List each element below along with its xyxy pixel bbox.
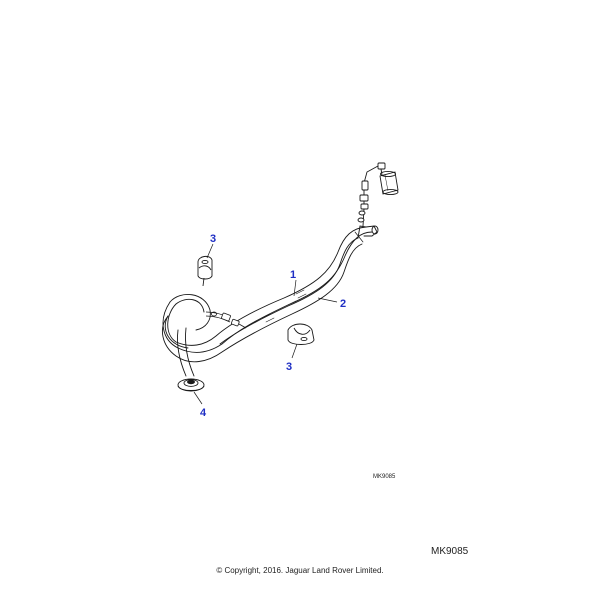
- copyright-notice: © Copyright, 2016. Jaguar Land Rover Lim…: [216, 566, 384, 575]
- leader-1: [293, 279, 297, 297]
- leader-3-upper: [206, 243, 214, 259]
- receiver-drier: [363, 162, 399, 196]
- leader-3-lower: [291, 343, 298, 359]
- branch-pipe: [205, 311, 247, 329]
- pipe-2-outer: [161, 243, 363, 363]
- callout-2: 2: [340, 298, 346, 310]
- callout-3-lower: 3: [286, 361, 292, 373]
- footer-reference: MK9085: [431, 546, 469, 557]
- callout-1: 1: [290, 269, 296, 281]
- leader-4: [193, 391, 203, 405]
- pipe-clip-upper: [197, 255, 213, 287]
- pipe-1-inner: [167, 226, 367, 346]
- pipe-assembly: [161, 225, 379, 377]
- pipe-fittings-upper: [357, 180, 369, 227]
- callout-3-upper: 3: [210, 233, 216, 245]
- grommet: [177, 378, 205, 392]
- pipe-clip-lower: [287, 323, 315, 345]
- pipe-1-outer: [162, 231, 373, 353]
- drawing-reference: MK9085: [373, 474, 396, 480]
- callout-4: 4: [200, 407, 207, 419]
- leader-2: [317, 297, 338, 303]
- pipe-2-inner: [219, 237, 359, 345]
- leader-lines: [193, 243, 338, 405]
